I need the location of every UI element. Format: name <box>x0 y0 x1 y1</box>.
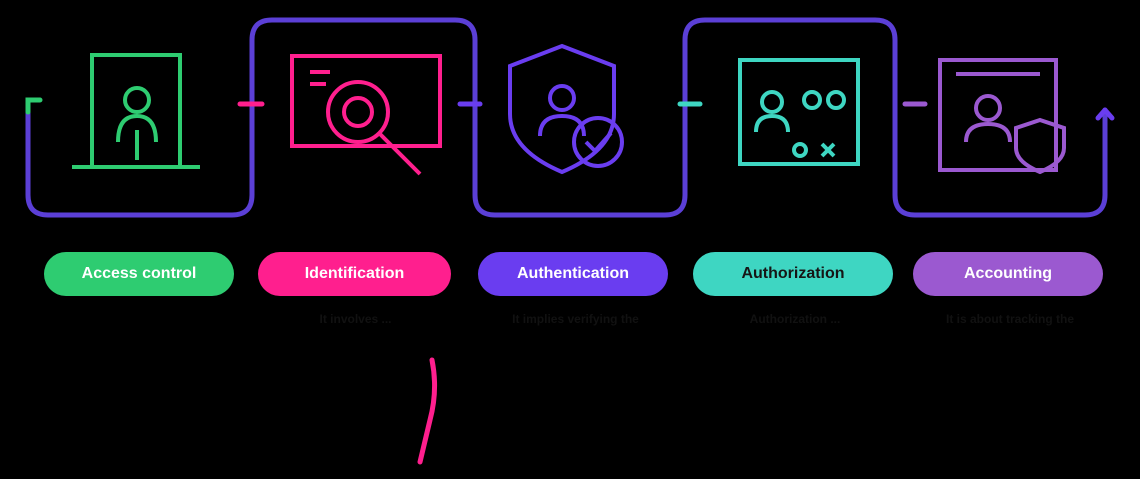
step-authentication-label: Authentication <box>478 252 668 296</box>
step-authorization-description: Authorization ... <box>749 312 841 326</box>
door-person-icon <box>72 53 200 169</box>
user-shield-document-icon <box>938 58 1066 175</box>
step-access-control-label: Access control <box>44 252 234 296</box>
step-identification-description: It involves ... <box>319 312 392 326</box>
user-grid-icon <box>738 58 860 166</box>
step-accounting-label: Accounting <box>913 252 1103 296</box>
step-identification-label: Identification <box>258 252 451 296</box>
magnifier-icon <box>290 54 442 176</box>
connector-line <box>25 17 1115 465</box>
step-accounting-description: It is about tracking the <box>945 312 1074 326</box>
step-authentication-description: It implies verifying the <box>512 312 639 326</box>
step-authorization-label: Authorization <box>693 252 893 296</box>
shield-user-check-icon <box>508 43 624 175</box>
